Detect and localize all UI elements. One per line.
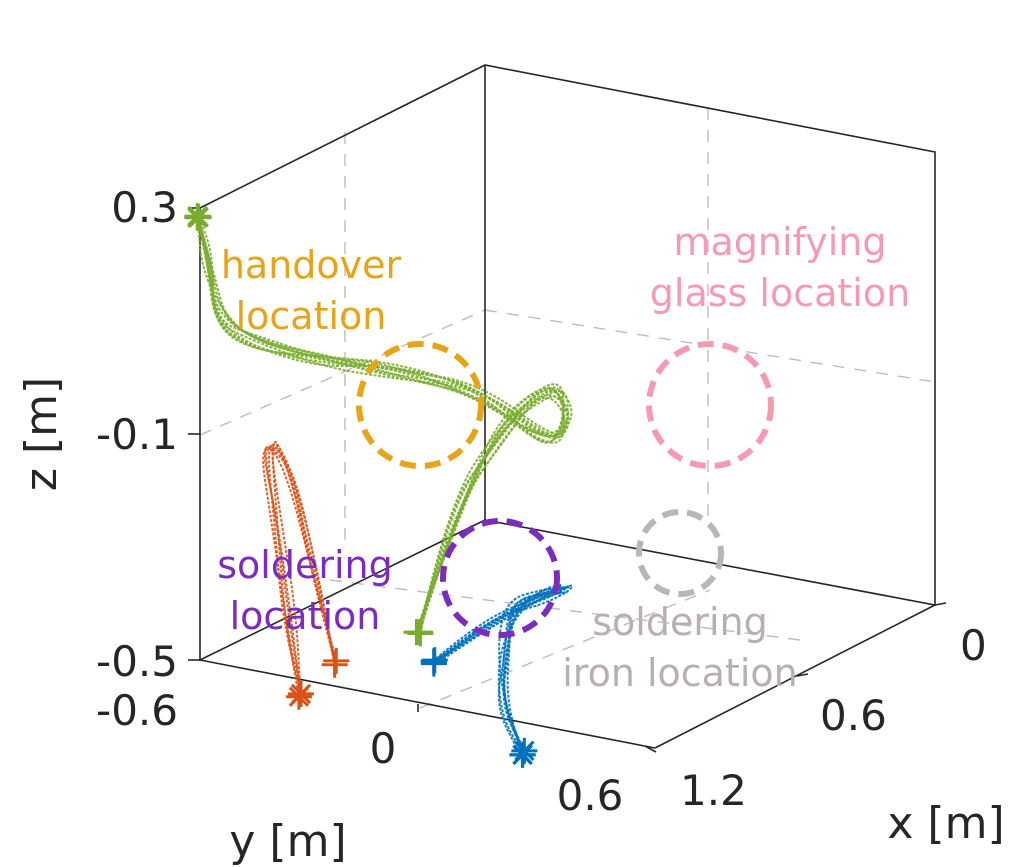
axis-box-edge (654, 604, 936, 749)
y-axis-label: y [m] (229, 816, 346, 867)
trajectory-line (435, 586, 567, 753)
trajectory-line (195, 216, 565, 632)
trajectory-series (184, 203, 573, 768)
x-tick-label: 1.2 (680, 766, 747, 815)
x-tick-mark (796, 673, 809, 677)
trajectory-line (265, 448, 338, 698)
tick-labels: 0.3 -0.1 -0.5 -0.6 0 0.6 0 0.6 1.2 (96, 183, 987, 820)
soldering-label-line1: soldering (217, 543, 393, 587)
axis-box-edge (199, 659, 656, 749)
magnifying-label-line1: magnifying (673, 220, 886, 264)
x-tick-label: 0 (960, 621, 987, 670)
y-tick-label: 0.6 (557, 771, 624, 820)
start-marker (421, 647, 448, 674)
y-tick-label: 0 (370, 724, 397, 773)
start-marker (321, 651, 348, 678)
trajectory-line (432, 586, 573, 755)
y-tick-label: -0.6 (96, 686, 178, 735)
soldering-iron-label-line1: soldering (592, 600, 768, 644)
trajectory-series-0 (194, 216, 573, 634)
end-marker (185, 204, 212, 231)
soldering-iron-label-line2: iron location (562, 651, 798, 695)
z-tick-label: 0.3 (111, 183, 178, 232)
soldering-label-line2: location (230, 594, 381, 638)
soldering-ring (440, 518, 560, 638)
start-marker (323, 647, 350, 674)
trajectory-line (198, 216, 566, 633)
z-tick-label: -0.1 (96, 410, 178, 459)
trajectory-line (271, 442, 336, 695)
trajectory-line (262, 446, 337, 699)
end-marker (287, 680, 314, 707)
annotation-rings (356, 341, 774, 638)
handover-label-line1: handover (221, 243, 402, 287)
x-tick-label: 0.6 (820, 691, 887, 740)
end-marker (509, 741, 536, 768)
z-axis-label: z [m] (16, 377, 67, 491)
y-tick-mark (644, 745, 657, 753)
x-tick-mark (934, 602, 947, 606)
x-axis-label: x [m] (887, 798, 1004, 849)
handover-label-line2: location (236, 294, 387, 338)
axis-labels: z [m] y [m] x [m] (16, 377, 1005, 867)
annotation-labels: handover location magnifying glass locat… (217, 220, 910, 695)
handover-ring (356, 341, 484, 469)
trajectory-series-1 (262, 440, 338, 699)
trajectory-line (194, 218, 570, 631)
magnifying-glass-ring (646, 341, 774, 469)
trajectory-line (433, 585, 563, 756)
trajectory-line (431, 584, 573, 754)
soldering-iron-ring (636, 509, 724, 597)
grid-line (199, 309, 486, 436)
trajectory-line (197, 217, 570, 633)
magnifying-label-line2: glass location (650, 271, 910, 315)
grid-line (419, 589, 711, 709)
trajectory-line (197, 216, 565, 633)
end-marker (511, 737, 538, 764)
start-marker (403, 619, 430, 646)
z-tick-label: -0.5 (96, 637, 178, 686)
trajectory-series-2 (431, 583, 573, 756)
